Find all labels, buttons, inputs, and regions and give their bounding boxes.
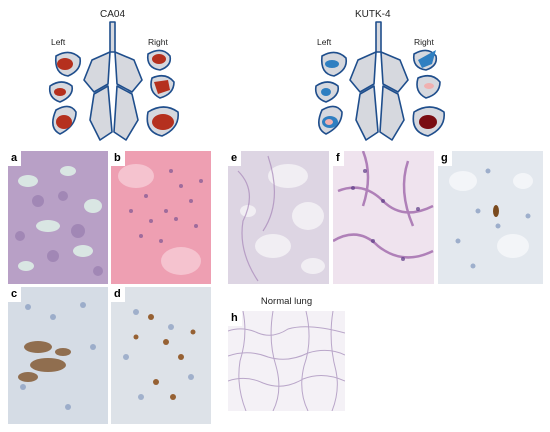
right-lung-label-ca04: Right [148, 37, 168, 47]
lung-schematic-ca04 [48, 21, 179, 141]
panel-label-h: h [228, 311, 242, 326]
micrograph-panel-e: e [228, 151, 329, 284]
schematic-title-kutk4: KUTK-4 [355, 9, 391, 20]
panel-label-a: a [8, 151, 22, 166]
micrograph-image-g [438, 151, 543, 284]
micrograph-panel-b: b [111, 151, 211, 284]
lesion-marks-kutk4 [321, 50, 437, 129]
lesion-marks-ca04 [54, 54, 174, 130]
panel-label-b: b [111, 151, 125, 166]
panel-label-c: c [8, 287, 22, 302]
micrograph-panel-f: f [333, 151, 434, 284]
panel-label-e: e [228, 151, 242, 166]
left-lung-label-ca04: Left [51, 37, 66, 47]
panel-label-f: f [333, 151, 344, 166]
micrograph-image-h [228, 311, 345, 411]
micrograph-image-a [8, 151, 108, 284]
panel-label-g: g [438, 151, 452, 166]
micrograph-panel-a: a [8, 151, 108, 284]
lung-schematic-kutk4 [314, 21, 445, 141]
left-lung-label-kutk4: Left [317, 37, 332, 47]
micrograph-panel-d: d [111, 287, 211, 424]
micrograph-image-b [111, 151, 211, 284]
right-lung-label-kutk4: Right [414, 37, 434, 47]
micrograph-panel-c: c [8, 287, 108, 424]
micrograph-image-e [228, 151, 329, 284]
panel-label-d: d [111, 287, 125, 302]
micrograph-image-f [333, 151, 434, 284]
schematic-title-ca04: CA04 [100, 9, 126, 20]
normal-lung-label: Normal lung [260, 296, 313, 307]
micrograph-image-c [8, 287, 108, 424]
micrograph-panel-g: g [438, 151, 543, 284]
micrograph-image-d [111, 287, 211, 424]
micrograph-panel-h: h [228, 311, 345, 411]
